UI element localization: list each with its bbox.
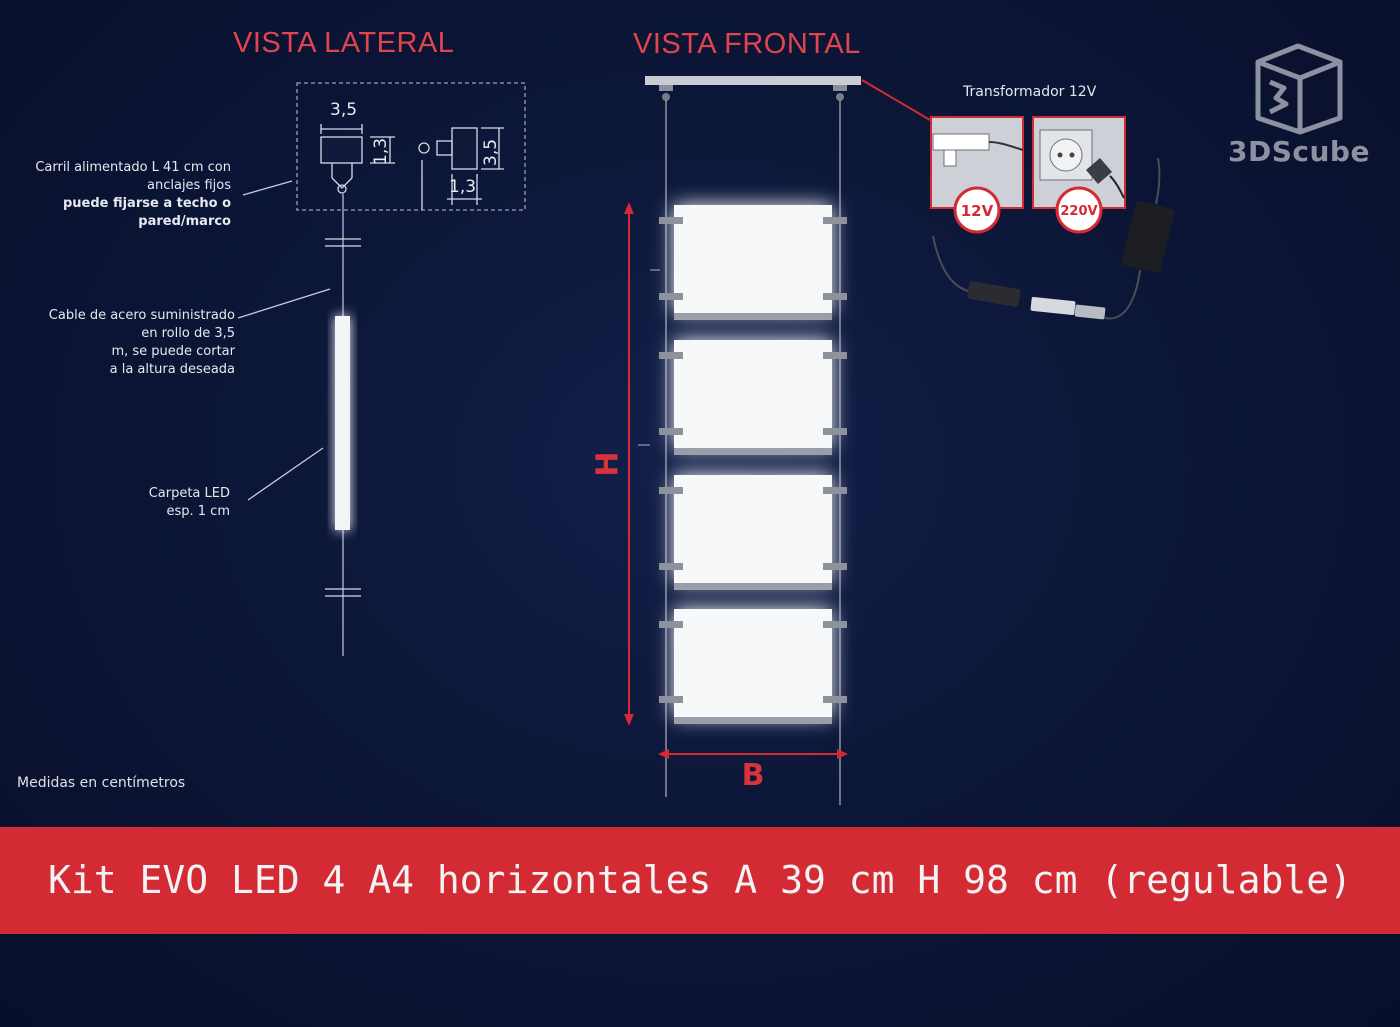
height-dimension-arrow — [624, 202, 634, 726]
led-folder-note: Carpeta LED esp. 1 cm — [110, 485, 230, 521]
cable-note-line-3: m, se puede cortar — [111, 344, 235, 359]
anchor-depth-dimension: 1,3 — [449, 177, 476, 197]
rail-profile — [320, 136, 363, 164]
product-banner-text: Kit EVO LED 4 A4 horizontales A 39 cm H … — [47, 858, 1353, 902]
width-dimension-arrow — [658, 749, 848, 759]
anchor-height-dimension: 3,5 — [481, 139, 501, 166]
power-plug-icon — [1086, 158, 1112, 184]
badge-12v-label: 12V — [961, 202, 994, 220]
front-view-heading: VISTA FRONTAL — [633, 28, 861, 60]
units-note: Medidas en centímetros — [17, 775, 186, 791]
cube-logo-icon — [1255, 43, 1343, 135]
side-view-heading: VISTA LATERAL — [233, 27, 455, 59]
badge-220v — [1055, 186, 1103, 234]
transformer-label: Transformador 12V — [963, 84, 1097, 100]
rail-note-line-4: pared/marco — [138, 214, 231, 229]
detail-dashed-box — [296, 82, 526, 211]
height-label: H — [591, 451, 626, 476]
led-panel-3 — [659, 475, 847, 590]
led-folder-note-line-1: Carpeta LED — [148, 486, 230, 501]
rail-note-line-1: Carril alimentado L 41 cm con — [35, 160, 231, 175]
cable-note-line-4: a la altura deseada — [109, 362, 235, 377]
anchor-profile — [451, 127, 478, 170]
product-banner: Kit EVO LED 4 A4 horizontales A 39 cm H … — [0, 827, 1400, 934]
wall-socket-icon — [1039, 129, 1093, 181]
cable-note-line-1: Cable de acero suministrado — [48, 308, 235, 323]
led-panel-2 — [659, 340, 847, 455]
rail-note-line-3: puede fijarse a techo o — [62, 196, 231, 211]
dc-jack — [1030, 296, 1076, 316]
badge-12v — [953, 186, 1001, 234]
power-adapter — [1121, 200, 1175, 274]
rail-note-line-2: anclajes fijos — [147, 178, 231, 193]
cable-note: Cable de acero suministrado en rollo de … — [20, 307, 235, 379]
led-panel-1 — [659, 205, 847, 320]
side-view-drawing — [237, 82, 526, 656]
led-panel-4 — [659, 609, 847, 724]
connector-line — [861, 79, 931, 121]
led-folder-note-line-2: esp. 1 cm — [166, 504, 230, 519]
brand-name: 3DScube — [1228, 135, 1370, 168]
cable-note-line-2: en rollo de 3,5 — [141, 326, 235, 341]
led-folder-side — [335, 316, 350, 530]
badge-220v-label: 220V — [1060, 204, 1097, 219]
width-label: B — [742, 758, 765, 793]
ceiling-rail — [645, 76, 861, 85]
rail-height-dimension: 1,3 — [371, 138, 391, 165]
rail-note: Carril alimentado L 41 cm con anclajes f… — [20, 159, 231, 231]
transformer-diagram — [930, 116, 1175, 320]
rail-width-dimension: 3,5 — [330, 100, 357, 120]
dc-connector — [967, 281, 1021, 307]
